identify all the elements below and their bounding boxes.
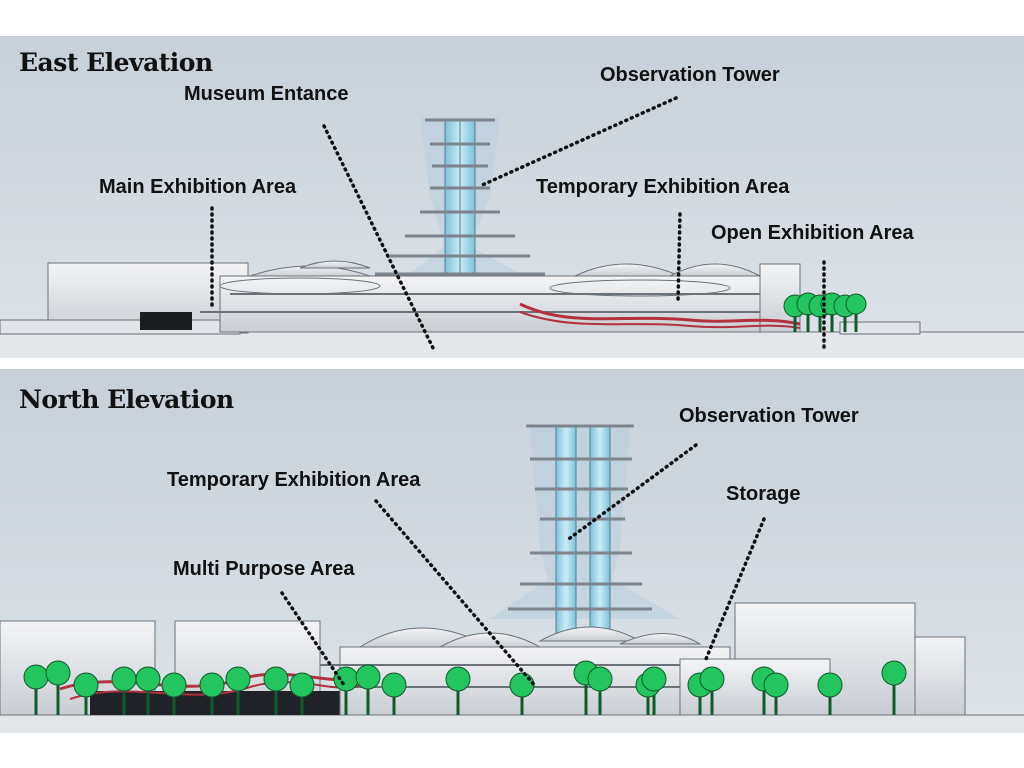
north-elevation-title: North Elevation <box>19 385 234 414</box>
podium <box>219 275 781 333</box>
east-elevation-title: East Elevation <box>19 48 213 77</box>
ground <box>0 715 1024 733</box>
red-path <box>519 302 801 326</box>
tree-row <box>23 660 907 715</box>
label-museum-entrance: Museum Entance <box>184 83 349 105</box>
label-observation-tower: Observation Tower <box>600 64 780 86</box>
north-leader-lines <box>280 443 766 689</box>
dark-panel <box>140 312 192 330</box>
label-observation-tower: Observation Tower <box>679 405 859 427</box>
east-elevation-drawing <box>0 36 1024 358</box>
ground <box>0 332 1024 358</box>
north-elevation-panel: North Elevation Observation Tower Tempor… <box>0 369 1024 733</box>
label-storage: Storage <box>726 483 801 505</box>
tower-rings <box>375 118 545 276</box>
label-multi-purpose: Multi Purpose Area <box>173 558 355 580</box>
east-elevation-panel: East Elevation Museum Entance Observatio… <box>0 36 1024 358</box>
north-elevation-drawing <box>0 369 1024 733</box>
label-open-exhibition: Open Exhibition Area <box>711 222 914 244</box>
label-temporary-exhibition: Temporary Exhibition Area <box>167 469 421 491</box>
tower-glass-taper <box>490 427 680 619</box>
tower-rings <box>508 424 652 611</box>
label-temporary-exhibition: Temporary Exhibition Area <box>536 176 790 198</box>
east-leader-lines <box>210 96 826 354</box>
label-main-exhibition: Main Exhibition Area <box>99 176 297 198</box>
